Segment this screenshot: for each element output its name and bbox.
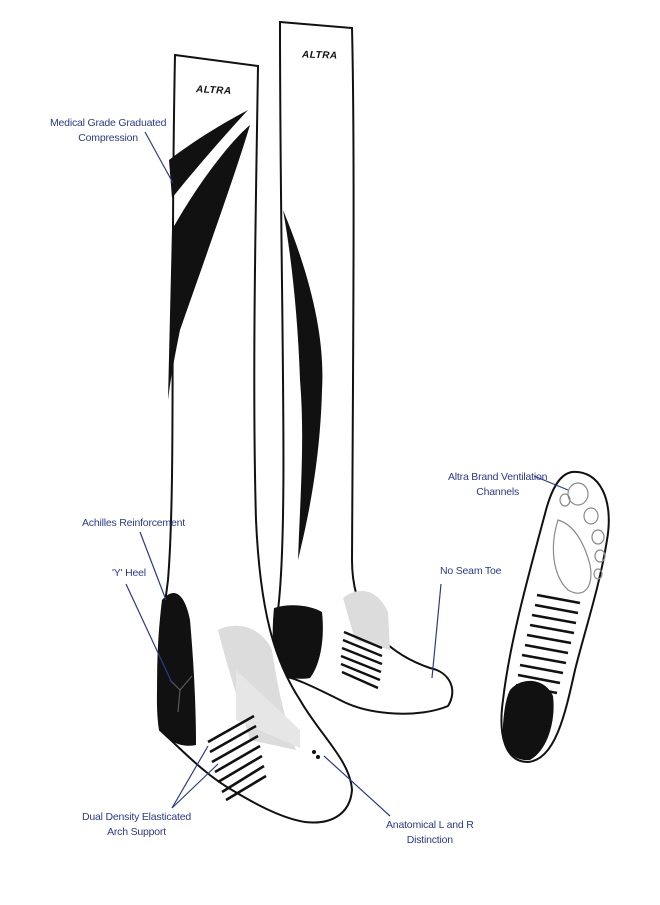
label-ventilation-line-1: Altra Brand Ventilation (448, 471, 548, 483)
label-y-heel: 'Y' Heel (112, 566, 146, 581)
label-ventilation: Altra Brand Ventilation Channels (448, 470, 548, 500)
front-sock-heel (157, 592, 196, 746)
sole-toe-pads (552, 482, 606, 594)
label-ventilation-line-2: Channels (476, 486, 520, 498)
front-sock: ALTRA (157, 53, 354, 824)
label-anatomical-line-2: Distinction (406, 834, 453, 846)
back-sock-swoosh (283, 210, 323, 560)
front-sock-arch-light-2 (236, 670, 300, 748)
label-no-seam-toe-text: No Seam Toe (440, 565, 502, 577)
front-sock-arch-stripes (207, 714, 267, 802)
label-achilles-text: Achilles Reinforcement (82, 517, 185, 529)
front-sock-y-heel (169, 675, 193, 713)
leader-arch-1 (171, 763, 219, 809)
back-sock: ALTRA (272, 20, 454, 715)
back-sock-arch-stripes (340, 630, 383, 690)
leader-y-heel (125, 583, 173, 684)
leader-no-seam-toe (431, 583, 442, 679)
label-compression-line-2: Compression (78, 132, 138, 144)
back-sock-heel (272, 605, 323, 679)
back-sock-outline (273, 20, 454, 715)
front-sock-swoosh-top (169, 110, 248, 198)
leader-arch-2 (171, 745, 209, 809)
label-achilles: Achilles Reinforcement (82, 516, 185, 531)
sole-arch-stripes (515, 593, 581, 695)
label-arch-line-1: Dual Density Elasticated (82, 811, 192, 823)
label-anatomical-line-1: Anatomical L and R (386, 819, 474, 831)
leader-lines (125, 131, 569, 817)
leader-ventilation (533, 475, 569, 491)
label-arch: Dual Density Elasticated Arch Support (82, 810, 191, 840)
label-compression: Medical Grade Graduated Compression (50, 116, 166, 146)
leader-achilles (139, 531, 167, 601)
leader-compression (144, 131, 174, 184)
label-compression-line-1: Medical Grade Graduated (50, 117, 167, 129)
label-no-seam-toe: No Seam Toe (440, 564, 501, 579)
label-anatomical: Anatomical L and R Distinction (386, 818, 474, 848)
front-sock-lr-mark (312, 750, 320, 759)
back-sock-logo: ALTRA (301, 49, 338, 61)
front-sock-swoosh-long (168, 125, 250, 400)
sole (500, 470, 610, 764)
label-arch-line-2: Arch Support (107, 826, 166, 838)
sole-heel (502, 680, 554, 761)
leader-anatomical (323, 755, 391, 817)
front-sock-logo: ALTRA (195, 84, 232, 97)
label-y-heel-text: 'Y' Heel (112, 567, 146, 579)
